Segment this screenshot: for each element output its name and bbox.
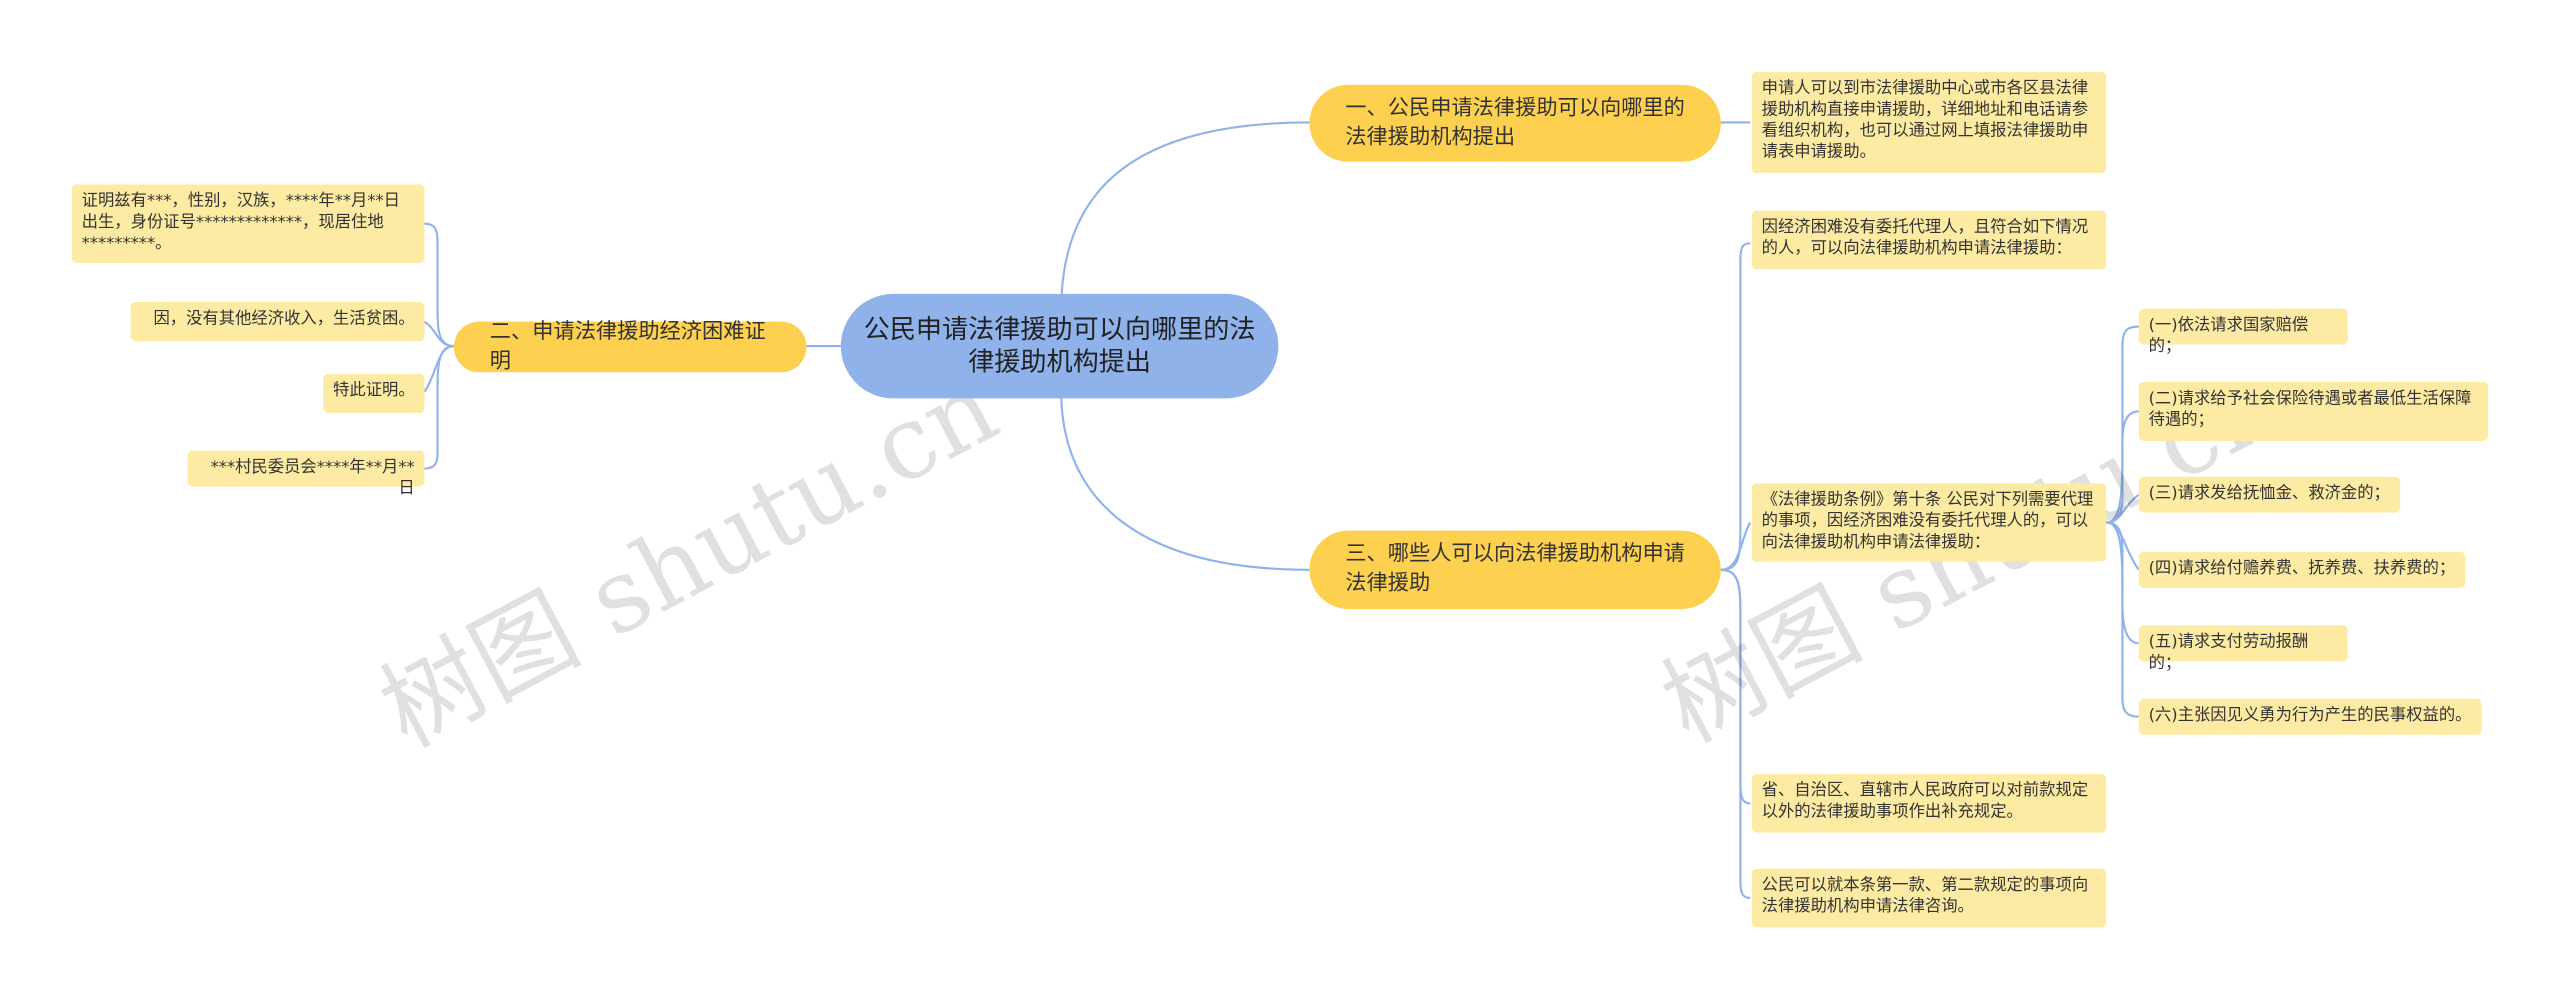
leaf-text: ***村民委员会****年**月**日	[210, 458, 415, 498]
sub-item-3[interactable]: (三)请求发给抚恤金、救济金的；	[2138, 476, 2400, 513]
branch-2-leaf-4[interactable]: ***村民委员会****年**月**日	[187, 450, 425, 498]
leaf-text: 证明兹有***，性别，汉族，****年**月**日出生，身份证号********…	[81, 192, 400, 254]
sub-item-text: (三)请求发给抚恤金、救济金的；	[2148, 484, 2390, 503]
sub-item-text: (四)请求给付赡养费、抚养费、扶养费的；	[2148, 559, 2456, 578]
leaf-text: 特此证明。	[333, 382, 415, 400]
branch-3-topic[interactable]: 三、哪些人可以向法律援助机构申请法律援助	[1309, 530, 1721, 609]
sub-item-text: (一)依法请求国家赔偿的；	[2148, 316, 2309, 356]
leaf-text: 因，没有其他经济收入，生活贫困。	[153, 310, 415, 329]
root-topic-label: 公民申请法律援助可以向哪里的法律援助机构提出	[863, 313, 1256, 378]
leaf-text: 因经济困难没有委托代理人，且符合如下情况的人，可以向法律援助机构申请法律援助：	[1761, 218, 2089, 258]
branch-2-label: 二、申请法律援助经济困难证明	[489, 319, 766, 374]
sub-item-text: (五)请求支付劳动报酬的；	[2148, 633, 2309, 673]
sub-item-1[interactable]: (一)依法请求国家赔偿的；	[2138, 308, 2348, 356]
root-topic[interactable]: 公民申请法律援助可以向哪里的法律援助机构提出	[840, 293, 1279, 399]
branch-3-leaf-1[interactable]: 因经济困难没有委托代理人，且符合如下情况的人，可以向法律援助机构申请法律援助：	[1751, 210, 2107, 270]
branch-2-topic[interactable]: 二、申请法律援助经济困难证明	[453, 319, 807, 373]
branch-2-leaf-2[interactable]: 因，没有其他经济收入，生活贫困。	[130, 302, 425, 342]
branch-2-leaf-1[interactable]: 证明兹有***，性别，汉族，****年**月**日出生，身份证号********…	[71, 184, 425, 263]
branch-3-leaf-3[interactable]: 省、自治区、直辖市人民政府可以对前款规定以外的法律援助事项作出补充规定。	[1751, 773, 2107, 833]
branch-1-leaf[interactable]: 申请人可以到市法律援助中心或市各区县法律援助机构直接申请援助，详细地址和电话请参…	[1751, 71, 2107, 174]
sub-item-2[interactable]: (二)请求给予社会保险待遇或者最低生活保障待遇的；	[2138, 382, 2489, 441]
branch-3-label: 三、哪些人可以向法律援助机构申请法律援助	[1345, 542, 1685, 596]
leaf-text: 《法律援助条例》第十条 公民对下列需要代理的事项，因经济困难没有委托代理人的，可…	[1761, 491, 2094, 552]
leaf-text: 公民可以就本条第一款、第二款规定的事项向法律援助机构申请法律咨询。	[1761, 876, 2089, 916]
branch-1-leaf-text: 申请人可以到市法律援助中心或市各区县法律援助机构直接申请援助，详细地址和电话请参…	[1761, 79, 2089, 162]
sub-item-4[interactable]: (四)请求给付赡养费、抚养费、扶养费的；	[2138, 551, 2466, 588]
branch-1-label: 一、公民申请法律援助可以向哪里的法律援助机构提出	[1345, 95, 1685, 150]
branch-3-leaf-2[interactable]: 《法律援助条例》第十条 公民对下列需要代理的事项，因经济困难没有委托代理人的，可…	[1751, 483, 2107, 562]
sub-item-text: (六)主张因见义勇为行为产生的民事权益的。	[2148, 706, 2472, 725]
branch-1-topic[interactable]: 一、公民申请法律援助可以向哪里的法律援助机构提出	[1309, 84, 1721, 162]
branch-3-leaf-4[interactable]: 公民可以就本条第一款、第二款规定的事项向法律援助机构申请法律咨询。	[1751, 868, 2107, 928]
sub-item-6[interactable]: (六)主张因见义勇为行为产生的民事权益的。	[2138, 698, 2482, 735]
leaf-text: 省、自治区、直辖市人民政府可以对前款规定以外的法律援助事项作出补充规定。	[1761, 782, 2089, 822]
sub-item-text: (二)请求给予社会保险待遇或者最低生活保障待遇的；	[2148, 390, 2472, 430]
sub-item-5[interactable]: (五)请求支付劳动报酬的；	[2138, 625, 2348, 673]
branch-2-leaf-3[interactable]: 特此证明。	[323, 373, 425, 414]
